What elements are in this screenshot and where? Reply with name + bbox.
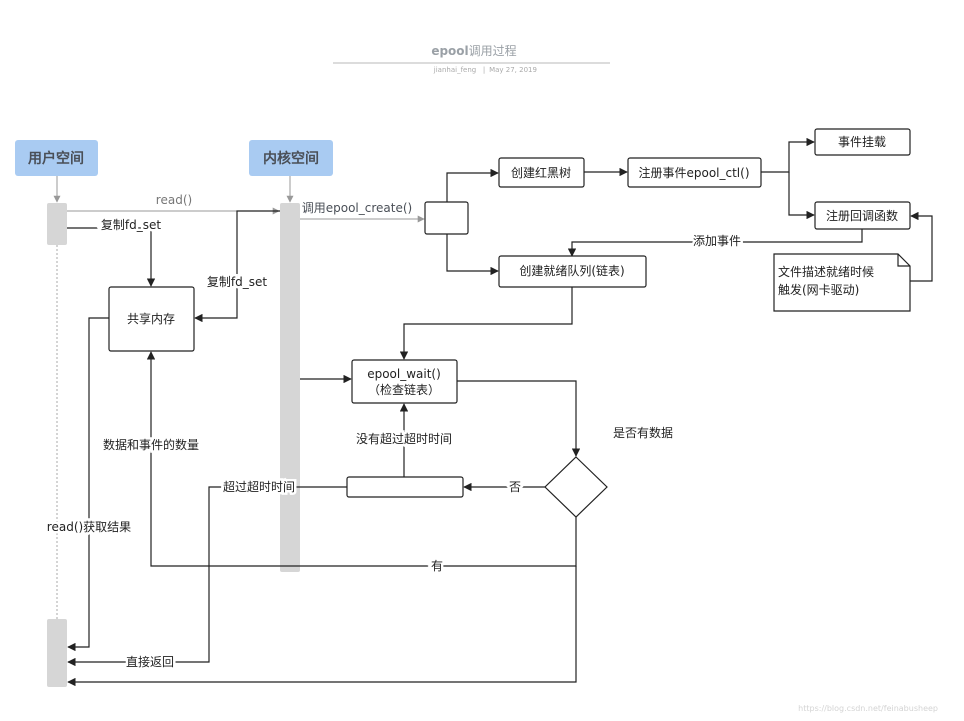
has-data-label: 是否有数据: [613, 425, 673, 440]
has-data-decision: [544, 456, 608, 518]
driver-note-fold: [897, 254, 910, 267]
wait-to-decision-arrow: [457, 380, 581, 457]
copy-fdset-user-arrow: [67, 227, 156, 287]
author-date-separator: |: [483, 66, 485, 74]
watermark: https://blog.csdn.net/feinabusheep: [798, 704, 938, 713]
user-lane-label: 用户空间: [28, 150, 84, 167]
mount-event-label: 事件挂载: [838, 135, 886, 149]
driver-note-line2: 触发(网卡驱动): [778, 282, 859, 297]
count-label: 数据和事件的数量: [103, 437, 199, 452]
kernel-lane-header: [249, 140, 333, 176]
epool-wait-label-1: epool_wait(): [367, 367, 441, 381]
title-process: 调用过程: [469, 43, 517, 58]
diagram-title: epool调用过程: [431, 43, 516, 58]
author-label: jianhai_feng: [433, 66, 476, 74]
to-mount-event-arrow: [761, 137, 815, 173]
timeout-label: 超过超时时间: [223, 479, 295, 494]
read-result-arrow: [67, 317, 109, 652]
driver-note: [773, 253, 911, 312]
yes-return-arrow: [67, 566, 577, 687]
shared-memory-label: 共享内存: [127, 311, 175, 326]
title-epool: epool: [431, 44, 468, 58]
copy-fdset-kernel-arrow: [194, 210, 280, 323]
add-event-label: 添加事件: [693, 234, 741, 248]
driver-note-line1: 文件描述就绪时候: [778, 264, 874, 279]
timeout-check-box: [346, 476, 464, 498]
register-ctl-label: 注册事件epool_ctl(): [638, 165, 749, 180]
note-to-callback-arrow: [910, 211, 933, 282]
user-lane-header: [15, 140, 98, 176]
timeout-arrow: [67, 486, 347, 667]
to-ready-queue-arrow: [446, 234, 499, 276]
add-event-arrow: [567, 229, 863, 257]
register-callback-label: 注册回调函数: [826, 208, 898, 223]
create-ready-queue-label: 创建就绪队列(链表): [519, 263, 624, 278]
user-activation-bottom: [47, 619, 67, 687]
epool-wait-label-2: （检查链表）: [368, 382, 440, 397]
create-rbtree-label: 创建红黑树: [511, 165, 571, 180]
ready-to-wait-arrow: [399, 287, 573, 360]
yes-label: 有: [431, 559, 443, 573]
kernel-lane-label: 内核空间: [263, 150, 319, 167]
no-label: 否: [509, 480, 521, 494]
date-label: May 27, 2019: [489, 66, 537, 74]
copy-fdset-user-label: 复制fd_set: [101, 218, 161, 232]
epool-create-label: 调用epool_create(): [302, 201, 412, 215]
to-rbtree-arrow: [446, 168, 499, 202]
direct-return-label: 直接返回: [126, 654, 174, 669]
mount-event-box: [814, 128, 911, 156]
yes-branch-arrow: [146, 351, 577, 567]
user-activation-top: [47, 203, 67, 245]
not-timeout-label: 没有超过超时时间: [356, 431, 452, 446]
read-result-label: read()获取结果: [47, 520, 131, 534]
read-call-label: read(): [156, 193, 192, 207]
kernel-activation: [280, 203, 300, 572]
create-junction-box: [424, 201, 469, 235]
shared-memory-box: [108, 286, 195, 352]
copy-fdset-kernel-label: 复制fd_set: [207, 275, 267, 289]
to-register-cb-arrow: [788, 172, 815, 220]
